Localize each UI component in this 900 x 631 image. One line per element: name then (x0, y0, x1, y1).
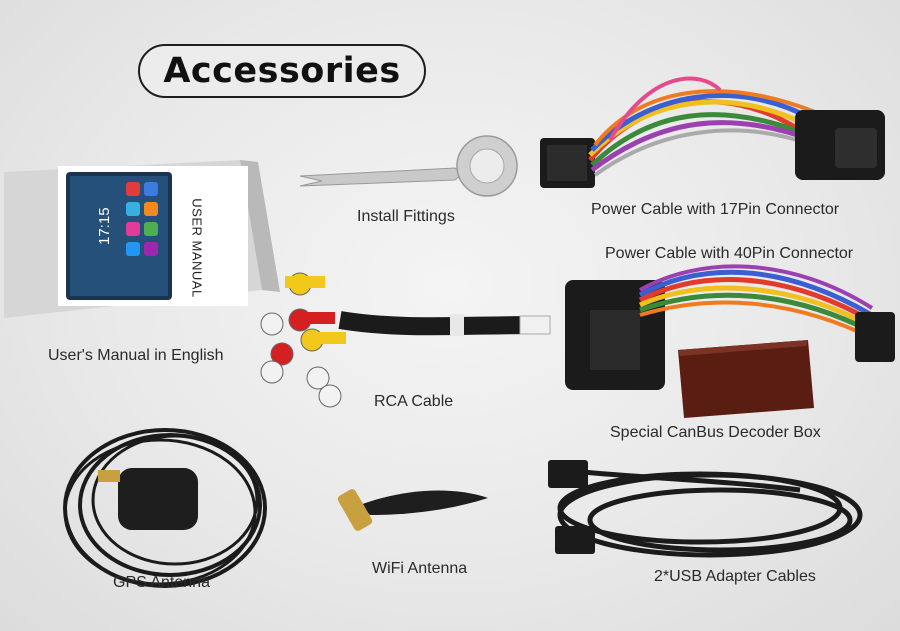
manual-cover-text: USER MANUAL (189, 198, 205, 298)
canbus-decoder-box-image (678, 340, 814, 418)
rca-cable-image (260, 272, 551, 408)
page-title: Accessories (163, 51, 401, 91)
user-manual-image (4, 160, 280, 318)
title-badge: Accessories (138, 44, 426, 98)
label-gps-antenna: GPS Antenna (113, 574, 210, 591)
label-rca-cable: RCA Cable (374, 393, 454, 410)
label-wifi-antenna: WiFi Antenna (372, 560, 468, 577)
label-install-fittings: Install Fittings (357, 208, 455, 225)
label-users-manual: User's Manual in English (48, 347, 224, 364)
wifi-antenna-image (337, 489, 488, 531)
usb-cables-image (548, 460, 863, 558)
power-cable-40pin-image (565, 264, 895, 390)
power-cable-17pin-image (540, 76, 885, 188)
gps-antenna-image (63, 428, 267, 588)
manual-screen-clock: 17:15 (96, 207, 113, 245)
label-canbus-box: Special CanBus Decoder Box (610, 424, 821, 441)
install-fitting-tool-image (299, 135, 518, 197)
label-power-40pin: Power Cable with 40Pin Connector (605, 245, 854, 262)
label-usb-cables: 2*USB Adapter Cables (654, 568, 816, 585)
label-power-17pin: Power Cable with 17Pin Connector (591, 201, 840, 218)
